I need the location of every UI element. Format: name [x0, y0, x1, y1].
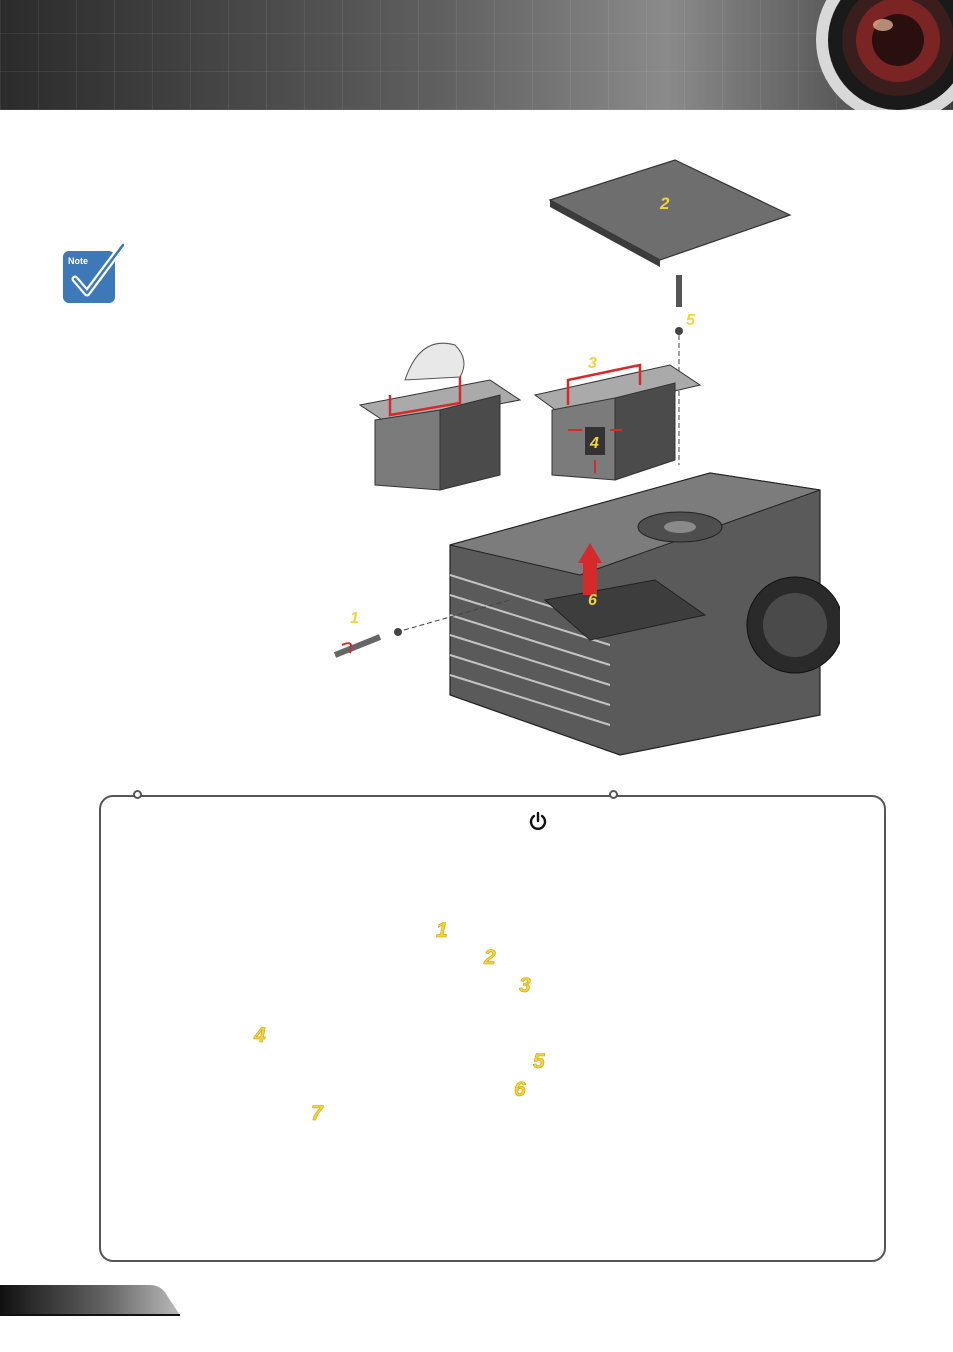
lamp-module-left — [358, 342, 522, 491]
callout-3: 3 — [588, 355, 597, 372]
lamp-cover — [548, 159, 792, 267]
lamp-replacement-illustration: 2 5 3 4 — [333, 159, 840, 756]
step-number-5: 5 — [533, 1050, 545, 1074]
page-number-tab — [0, 1285, 180, 1316]
step-number-6: 6 — [514, 1078, 526, 1102]
note-label: Note — [68, 256, 88, 266]
lens-icon — [816, 0, 953, 110]
box-dot-right — [609, 790, 618, 799]
callout-5-top: 5 — [686, 312, 696, 329]
step-number-1: 1 — [436, 919, 448, 943]
step-number-3: 3 — [519, 974, 531, 998]
note-icon: Note — [63, 243, 127, 303]
callout-4: 4 — [589, 435, 599, 452]
step-number-4: 4 — [254, 1024, 266, 1048]
box-dot-left — [133, 790, 142, 799]
lamp-module-right — [533, 363, 702, 481]
projector-body — [449, 472, 840, 756]
step-number-2: 2 — [484, 946, 496, 970]
callout-1: 1 — [350, 610, 359, 627]
header-banner — [0, 0, 953, 110]
procedure-box — [99, 795, 886, 1262]
power-icon — [529, 811, 547, 830]
step-number-7: 7 — [311, 1102, 323, 1126]
callout-2: 2 — [659, 194, 670, 213]
screwdriver-left — [333, 599, 511, 658]
screwdriver-top — [675, 275, 683, 465]
callout-6: 6 — [588, 592, 597, 609]
